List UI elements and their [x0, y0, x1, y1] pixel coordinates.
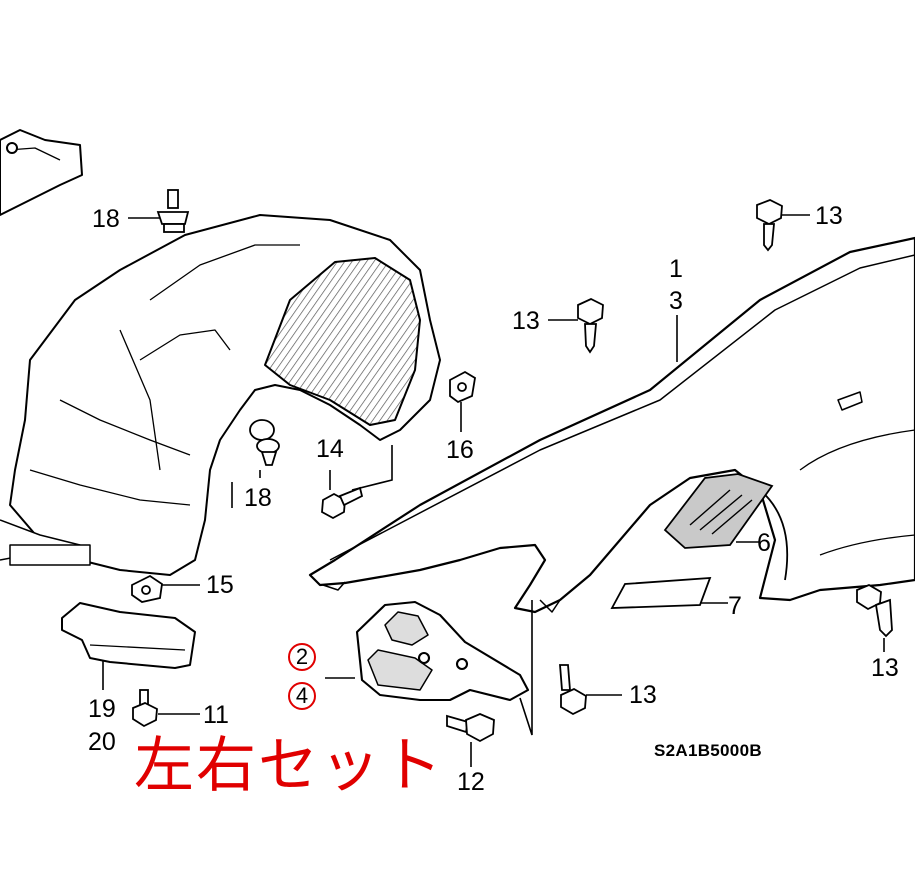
clip-18-mid — [249, 419, 280, 466]
diagram-code: S2A1B5000B — [654, 741, 762, 760]
callout-1: 1 — [669, 255, 683, 283]
callout-2-highlighted: 2 — [288, 643, 316, 671]
bolt-14 — [321, 486, 364, 520]
callout-16: 16 — [446, 436, 474, 464]
fender-bracket-part — [355, 600, 530, 702]
bolt-13-right — [856, 583, 893, 638]
callout-3: 3 — [669, 287, 683, 315]
bolt-13-top — [756, 199, 783, 252]
pad-7-part — [610, 577, 712, 609]
bolt-11 — [132, 689, 158, 728]
callout-7: 7 — [728, 592, 742, 620]
fender-part — [308, 236, 915, 614]
clip-15 — [131, 574, 163, 603]
clip-16 — [449, 370, 476, 404]
bolt-12 — [446, 713, 495, 743]
callout-18-mid: 18 — [244, 484, 272, 512]
callout-20: 20 — [88, 728, 116, 756]
leader-lines — [102, 214, 885, 767]
clip-18-top — [156, 189, 190, 233]
fender-liner-part — [0, 214, 441, 576]
callout-13-low: 13 — [629, 681, 657, 709]
callout-13-mid: 13 — [512, 307, 540, 335]
callout-12: 12 — [457, 768, 485, 796]
callout-15: 15 — [206, 571, 234, 599]
callout-11: 11 — [203, 701, 229, 729]
callout-13-right: 13 — [871, 654, 899, 682]
splash-guard-part — [61, 602, 196, 669]
set-note: 左右セット — [134, 731, 444, 801]
bolt-13-low — [559, 664, 587, 716]
callout-6: 6 — [757, 529, 771, 557]
callout-4-highlighted: 4 — [288, 682, 316, 710]
bolt-13-mid — [577, 298, 604, 354]
callout-18-top: 18 — [92, 205, 120, 233]
callout-13-top: 13 — [815, 202, 843, 230]
fender-pad-part — [663, 473, 774, 549]
callout-14: 14 — [316, 435, 344, 463]
upper-bracket-part — [0, 129, 83, 216]
callout-19: 19 — [88, 695, 116, 723]
